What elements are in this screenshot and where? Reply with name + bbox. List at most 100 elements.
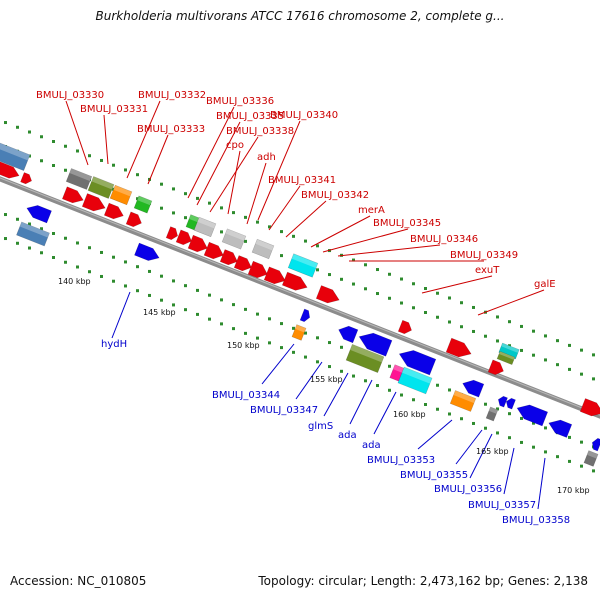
position-dot	[316, 268, 319, 272]
gene-label: BMULJ_03331	[80, 104, 148, 115]
label-leader-line	[322, 228, 409, 253]
position-dot	[220, 206, 223, 210]
position-dot	[508, 412, 511, 416]
position-dot	[352, 374, 355, 378]
position-dot	[28, 130, 31, 134]
position-dot	[424, 311, 427, 314]
position-dot	[448, 388, 451, 392]
position-dot	[544, 426, 547, 430]
gene-feature	[193, 216, 217, 238]
tick-label: 165 kbp	[476, 447, 509, 456]
gene-label: BMULJ_03358	[502, 515, 570, 526]
label-leader-line	[261, 343, 295, 385]
gene-feature	[291, 324, 307, 341]
position-dot	[220, 230, 223, 234]
map-title: Burkholderia multivorans ATCC 17616 chro…	[95, 9, 505, 23]
gene-label: BMULJ_03353	[367, 455, 435, 466]
gene-label: exuT	[475, 265, 500, 276]
position-dot	[160, 182, 163, 186]
position-dot	[172, 279, 175, 283]
position-dot	[292, 326, 295, 330]
position-dot	[544, 450, 547, 454]
gene-feature	[219, 249, 238, 266]
gene-feature	[358, 332, 393, 357]
gene-label: BMULJ_03345	[373, 218, 441, 229]
position-dot	[76, 265, 79, 269]
gene-label: BMULJ_03335	[216, 111, 284, 122]
gene-features	[0, 142, 600, 467]
gene-feature	[20, 172, 32, 185]
position-dot	[220, 298, 223, 302]
position-dot	[472, 421, 475, 425]
gene-label: ada	[362, 440, 381, 451]
gene-label: BMULJ_03342	[301, 190, 369, 201]
position-dot	[508, 436, 511, 440]
label-leader-line	[147, 134, 169, 185]
position-dot	[340, 277, 343, 281]
gene-feature	[61, 186, 84, 204]
position-dot	[388, 388, 391, 392]
tick-label: 150 kbp	[227, 341, 260, 350]
gene-feature	[81, 193, 106, 212]
gene-feature	[26, 205, 52, 224]
gene-feature	[0, 142, 31, 171]
position-dot	[184, 192, 187, 196]
tick-label: 140 kbp	[58, 277, 91, 286]
label-leader-line	[477, 289, 545, 316]
position-dot	[88, 270, 91, 274]
position-dot	[136, 289, 139, 293]
position-dot	[232, 303, 235, 307]
position-dot	[52, 232, 55, 235]
position-dot	[364, 263, 367, 267]
position-dot	[244, 331, 247, 335]
position-dot	[244, 307, 247, 311]
position-dot	[328, 365, 331, 369]
position-dot	[436, 383, 439, 387]
position-dot	[268, 225, 271, 229]
tick-label: 155 kbp	[310, 375, 343, 384]
label-leader-line	[349, 379, 373, 425]
label-leader-line	[417, 419, 453, 450]
position-dot	[544, 358, 547, 362]
label-leader-line	[455, 429, 483, 465]
label-leader-lines	[65, 100, 546, 510]
gene-feature	[16, 221, 50, 247]
position-dot	[568, 343, 571, 347]
gene-feature	[133, 195, 153, 214]
position-dot	[184, 308, 187, 312]
gene-feature	[487, 359, 504, 376]
gene-feature	[109, 184, 133, 206]
gene-label: BMULJ_03347	[250, 405, 318, 416]
position-dot	[40, 227, 43, 231]
gene-feature	[287, 253, 319, 278]
position-dot	[556, 455, 559, 459]
gene-label: BMULJ_03341	[268, 175, 336, 186]
position-dot	[208, 317, 211, 321]
position-dot	[556, 339, 559, 343]
position-dot	[388, 272, 391, 276]
position-dot	[88, 246, 91, 250]
position-dot	[4, 213, 7, 217]
position-dot	[412, 398, 415, 402]
position-dot	[28, 246, 31, 250]
position-dot	[484, 426, 487, 430]
position-dot	[40, 135, 43, 139]
position-dot	[244, 239, 247, 243]
position-dot	[256, 220, 259, 224]
label-leader-line	[196, 121, 241, 206]
position-dot	[436, 315, 439, 319]
position-dot	[124, 260, 127, 264]
position-dot	[28, 222, 31, 226]
position-dot	[316, 336, 319, 340]
position-dot	[16, 125, 19, 129]
position-dot	[112, 279, 115, 283]
position-dot	[568, 459, 571, 463]
position-dot	[400, 393, 403, 397]
position-dot	[208, 293, 211, 297]
gene-feature	[445, 337, 472, 358]
gene-label: BMULJ_03332	[138, 90, 206, 101]
gene-feature	[0, 160, 20, 179]
position-dot	[40, 251, 43, 255]
position-dot	[316, 360, 319, 364]
gene-feature	[187, 234, 208, 253]
